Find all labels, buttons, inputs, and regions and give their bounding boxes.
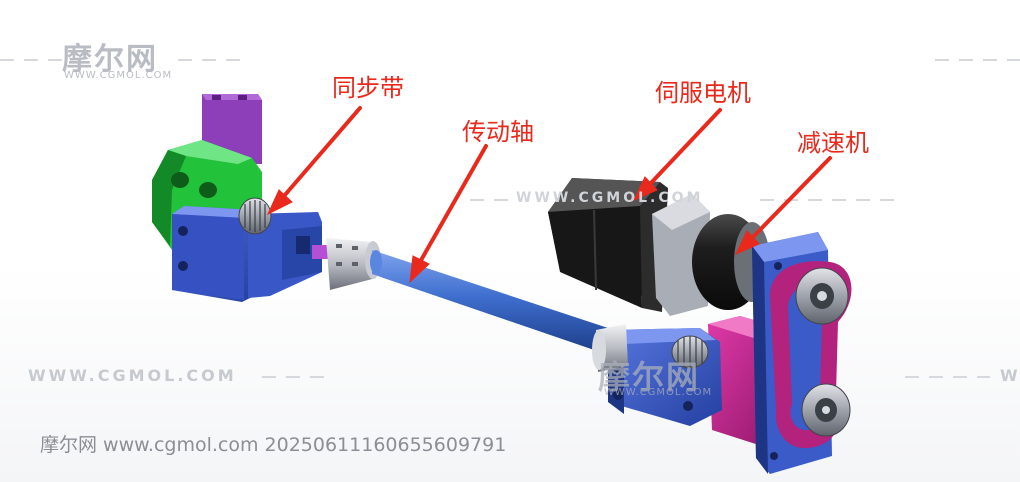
watermark-brand: 摩尔网 xyxy=(62,42,158,77)
footer-caption: 摩尔网 www.cgmol.com 20250611160655609791 xyxy=(40,434,507,456)
right-bearing-assembly xyxy=(592,232,852,474)
callout-arrows xyxy=(266,106,832,284)
drive-shaft xyxy=(370,250,608,352)
label-timing-belt: 同步带 xyxy=(332,74,404,102)
label-drive-shaft: 传动轴 xyxy=(462,118,534,146)
arrow-servo-motor xyxy=(632,108,722,201)
left-bearing-assembly xyxy=(152,94,330,302)
watermark-url-left: WWW.CGMOL.COM xyxy=(28,366,237,385)
servo-motor xyxy=(548,178,668,312)
label-reducer: 减速机 xyxy=(797,129,869,157)
arrow-drive-shaft xyxy=(409,144,488,284)
watermark-brand-sub: WWW.CGMOL.COM xyxy=(64,70,173,81)
watermark-url-right: W xyxy=(1000,366,1020,385)
background-guide-lines xyxy=(0,59,1020,378)
watermark-center-sub: WWW.CGMOL.COM xyxy=(604,387,713,398)
watermark-url-mid: WWW.CGMOL.COM xyxy=(516,190,704,206)
arrow-reducer xyxy=(734,156,832,255)
label-servo-motor: 伺服电机 xyxy=(655,79,751,107)
arrow-timing-belt xyxy=(266,106,362,216)
watermark-center-brand: 摩尔网 xyxy=(598,358,701,396)
